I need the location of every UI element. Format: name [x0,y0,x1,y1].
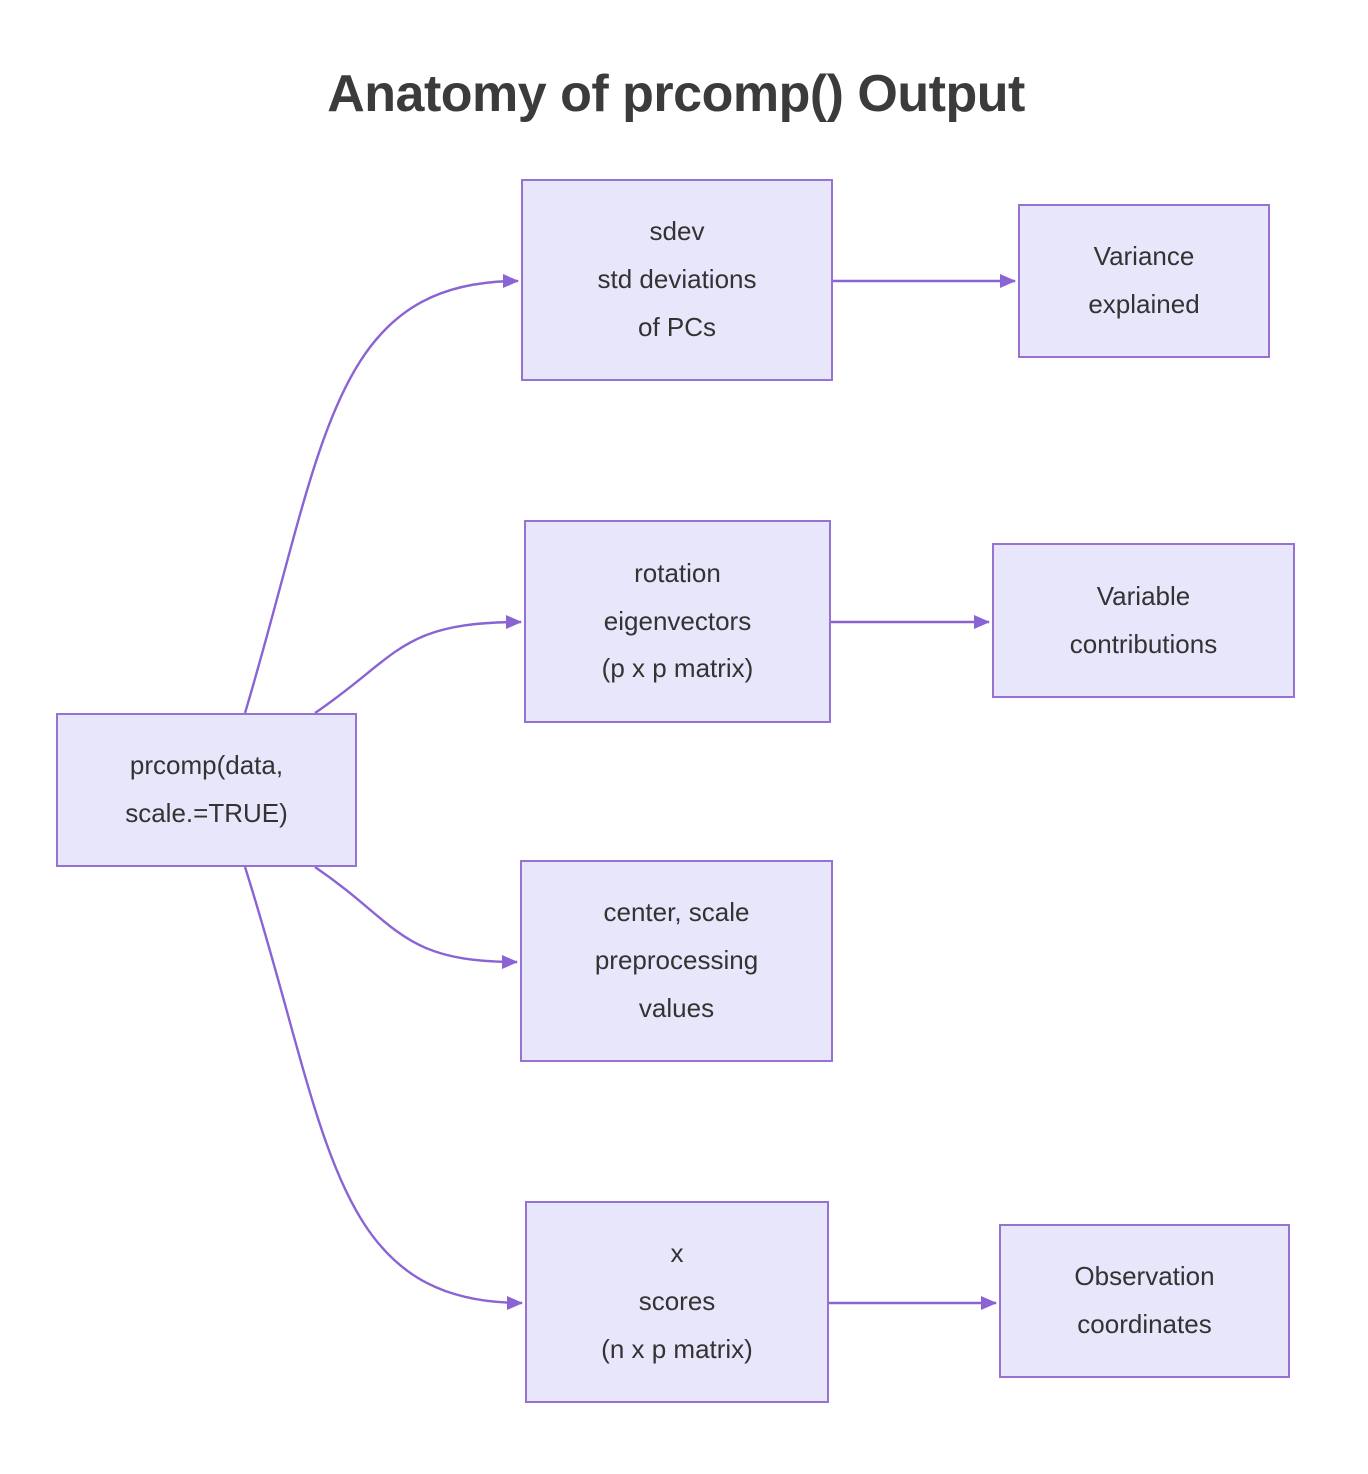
node-observation-coordinates: Observation coordinates [999,1224,1290,1378]
node-prcomp-call: prcomp(data, scale.=TRUE) [56,713,357,867]
node-line: sdev [649,216,705,247]
edge-prcomp-to-x [243,866,523,1310]
node-variable-contributions: Variable contributions [992,543,1295,698]
node-line: prcomp(data, [129,750,284,781]
node-line: preprocessing [594,945,759,976]
node-line: (p x p matrix) [601,653,754,684]
node-line: x [670,1238,684,1269]
node-line: eigenvectors [603,605,752,636]
node-center-scale: center, scale preprocessing values [520,860,833,1062]
edge-prcomp-to-rotation [314,615,522,714]
node-line: (n x p matrix) [601,1333,753,1364]
edge-prcomp-to-sdev [243,274,519,714]
edge-prcomp-to-center [314,866,518,969]
node-line: Variance [1093,241,1195,272]
node-line: contributions [1069,628,1218,659]
node-line: scores [638,1286,716,1317]
node-line: scale.=TRUE) [125,798,288,828]
node-line: std deviations [597,264,757,295]
node-sdev: sdev std deviations of PCs [521,179,833,381]
node-x-scores: x scores (n x p matrix) [525,1201,829,1403]
diagram-title: Anatomy of prcomp() Output [327,65,1025,123]
node-rotation: rotation eigenvectors (p x p matrix) [524,520,831,723]
node-line: of PCs [637,311,717,342]
node-line: rotation [634,557,721,588]
node-line: values [638,992,715,1023]
node-line: explained [1088,289,1200,319]
node-variance-explained: Variance explained [1018,204,1270,358]
node-line: Observation [1074,1261,1215,1292]
node-line: Variable [1096,580,1191,611]
node-line: coordinates [1077,1309,1212,1339]
node-line: center, scale [603,897,750,928]
